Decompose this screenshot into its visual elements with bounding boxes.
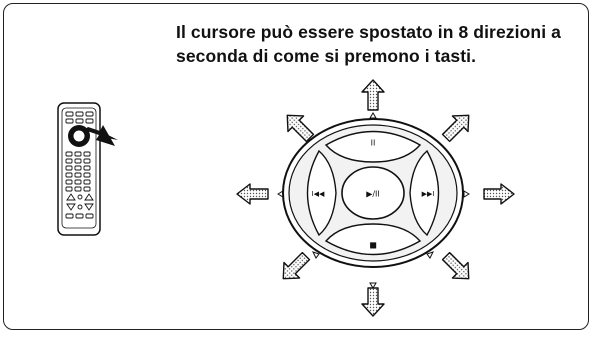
instruction-caption: Il cursore può essere spostato in 8 dire… — [176, 20, 586, 68]
caption-line-2: seconda di come si premono i tasti. — [176, 46, 477, 66]
caption-line-1: Il cursore può essere spostato in 8 dire… — [176, 22, 561, 42]
pointing-hand-icon — [84, 125, 118, 146]
dial-down-label: ■ — [369, 241, 377, 250]
dial-right-label: ▶▶I — [422, 190, 435, 198]
remote-control-icon — [57, 102, 101, 236]
dial-left-label: I◀◀ — [312, 190, 325, 198]
navigation-dial — [282, 118, 464, 268]
dial-center-label: ▶/II — [366, 190, 380, 199]
dial-up-label: II — [371, 139, 376, 148]
direction-arrow-icon — [236, 79, 515, 317]
